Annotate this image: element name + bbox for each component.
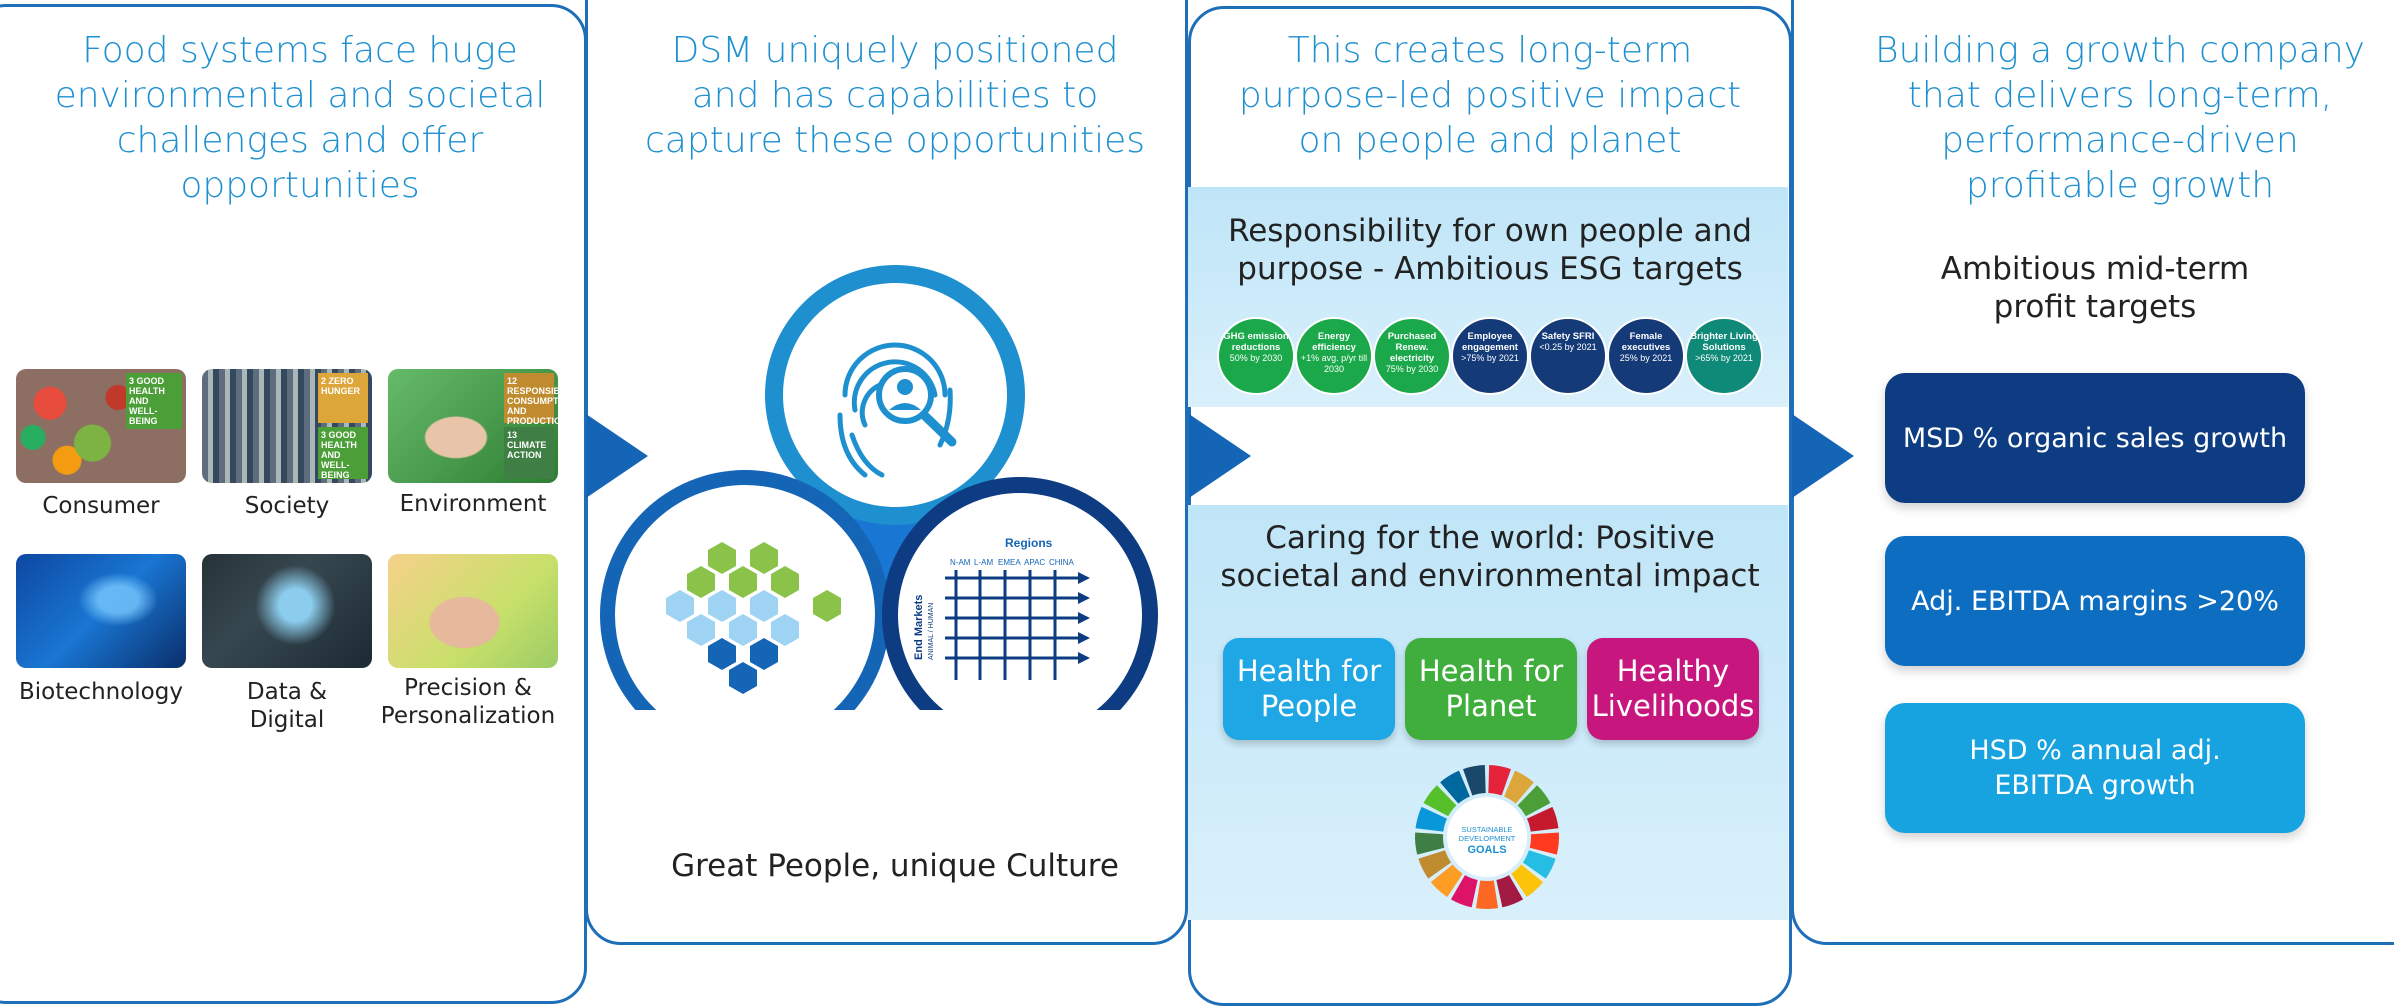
esg-target-detail: 75% by 2030 — [1385, 364, 1439, 374]
sdg-3b-badge: 3 GOOD HEALTH AND WELL-BEING — [318, 427, 368, 480]
matrix-col-4: CHINA — [1049, 558, 1075, 567]
sdg-wheel-line1: SUSTAINABLE — [1461, 825, 1512, 834]
magnifier-icon — [876, 366, 957, 447]
matrix-col-1: L-AM — [974, 558, 993, 567]
sdg-wheel-logo: SUSTAINABLE DEVELOPMENT GOALS — [1415, 765, 1559, 909]
sdg-wheel-segment — [1430, 864, 1463, 898]
sdg-13-badge: 13 CLIMATE ACTION — [504, 427, 554, 479]
esg-target-detail: >65% by 2021 — [1695, 353, 1753, 363]
precision-image — [388, 554, 558, 668]
panel-2-caption: Great People, unique Culture — [671, 848, 1119, 884]
esg-target-detail: +1% avg. p/yr till 2030 — [1300, 353, 1368, 374]
matrix-col-0: N-AM — [950, 558, 971, 567]
sdg-wheel-segment — [1526, 806, 1559, 832]
health-people-pill: Health for People — [1223, 638, 1395, 740]
society-image: 2 ZERO HUNGER 3 GOOD HEALTH AND WELL-BEI… — [202, 369, 372, 483]
esg-target-title: Safety SFRI — [1541, 331, 1595, 342]
arrow-2 — [1189, 414, 1251, 498]
sdg-wheel-segment — [1522, 850, 1556, 879]
matrix-title: Regions — [1005, 536, 1053, 550]
sdg-wheel-segment — [1463, 765, 1486, 796]
target-ebitda-margins: Adj. EBITDA margins >20% — [1885, 536, 2305, 666]
esg-target-detail: 25% by 2021 — [1619, 353, 1673, 363]
sdg-wheel-segment — [1415, 832, 1445, 855]
target-organic-sales: MSD % organic sales growth — [1885, 373, 2305, 503]
esg-target-circle: Energy efficiency+1% avg. p/yr till 2030 — [1295, 317, 1373, 395]
esg-title: Responsibility for own people and purpos… — [1228, 213, 1752, 287]
tile-label-precision: Precision & Personalization — [380, 675, 556, 729]
esg-target-circle: Employee engagement>75% by 2021 — [1451, 317, 1529, 395]
panel-3-heading: This creates long-term purpose-led posit… — [1238, 30, 1742, 161]
matrix-col-3: APAC — [1024, 558, 1045, 567]
sdg-wheel-segment — [1504, 770, 1534, 804]
world-title: Caring for the world: Positive societal … — [1220, 520, 1760, 594]
sdg-wheel-segment — [1517, 785, 1551, 817]
sdg-wheel-segment — [1440, 770, 1470, 804]
sdg-wheel-segment — [1496, 875, 1524, 908]
panel-4-heading: Building a growth company that delivers … — [1875, 30, 2365, 206]
sdg-wheel-segment — [1450, 875, 1478, 908]
sdg-wheel-segment — [1415, 806, 1448, 832]
tile-label-data-digital: Data & Digital — [246, 679, 328, 733]
target-ebitda-growth: HSD % annual adj. EBITDA growth — [1885, 703, 2305, 833]
healthy-livelihoods-pill: Healthy Livelihoods — [1587, 638, 1759, 740]
sdg-3-badge: 3 GOOD HEALTH AND WELL-BEING — [126, 373, 182, 429]
tile-label-society: Society — [244, 493, 330, 519]
environment-image: 12 RESPONSIBLE CONSUMPTION AND PRODUCTIO… — [388, 369, 558, 483]
esg-target-detail: >75% by 2021 — [1461, 353, 1519, 363]
esg-target-circle: Brighter Living Solutions>65% by 2021 — [1685, 317, 1763, 395]
panel-1-heading: Food systems face huge environmental and… — [54, 30, 546, 206]
esg-target-detail: 50% by 2030 — [1229, 353, 1283, 363]
esg-target-detail: <0.25 by 2021 — [1539, 342, 1597, 352]
arrow-3 — [1792, 414, 1854, 498]
panel-4-subheading: Ambitious mid-term profit targets — [1940, 251, 2250, 325]
panel-2-heading: DSM uniquely positioned and has capabili… — [645, 30, 1145, 161]
sdg-wheel-segment — [1418, 850, 1452, 879]
data-digital-image — [202, 554, 372, 668]
regions-matrix: Regions N-AM L-AM EMEA APAC CHINA End Ma… — [913, 536, 1090, 680]
matrix-col-2: EMEA — [998, 558, 1021, 567]
sdg-wheel-segment — [1475, 880, 1499, 909]
sdg-wheel-segment — [1529, 832, 1559, 855]
health-planet-pill: Health for Planet — [1405, 638, 1577, 740]
sdg-wheel-segment — [1423, 785, 1457, 817]
consumer-image: 3 GOOD HEALTH AND WELL-BEING — [16, 369, 186, 483]
esg-target-title: Brighter Living Solutions — [1690, 331, 1758, 353]
matrix-row-label: End Markets — [913, 595, 925, 660]
sdg-2-badge: 2 ZERO HUNGER — [318, 373, 368, 423]
arrow-1 — [586, 414, 648, 498]
matrix-row-sublabel: ANIMAL / HUMAN — [928, 603, 935, 660]
sdg-wheel-segment — [1488, 765, 1511, 796]
sdg-wheel-line2: DEVELOPMENT — [1459, 834, 1516, 843]
sdg-12-badge: 12 RESPONSIBLE CONSUMPTION AND PRODUCTIO… — [504, 373, 558, 426]
tile-label-consumer: Consumer — [42, 493, 160, 519]
tile-label-biotechnology: Biotechnology — [19, 679, 183, 705]
hexagon-cluster-icon — [666, 542, 841, 694]
capabilities-diagram: Regions N-AM L-AM EMEA APAC CHINA End Ma… — [600, 265, 1158, 710]
esg-target-circle: Safety SFRI<0.25 by 2021 — [1529, 317, 1607, 395]
esg-target-title: GHG emission reductions — [1223, 331, 1289, 353]
esg-target-title: Female executives — [1621, 331, 1671, 353]
esg-target-title: Energy efficiency — [1312, 331, 1356, 353]
tile-label-environment: Environment — [399, 491, 547, 517]
sdg-wheel-segment — [1511, 864, 1544, 898]
sdg-wheel-line3: GOALS — [1467, 844, 1506, 856]
esg-target-title: Purchased Renew. electricity — [1387, 331, 1437, 364]
esg-target-title: Employee engagement — [1462, 331, 1518, 353]
biotechnology-image — [16, 554, 186, 668]
